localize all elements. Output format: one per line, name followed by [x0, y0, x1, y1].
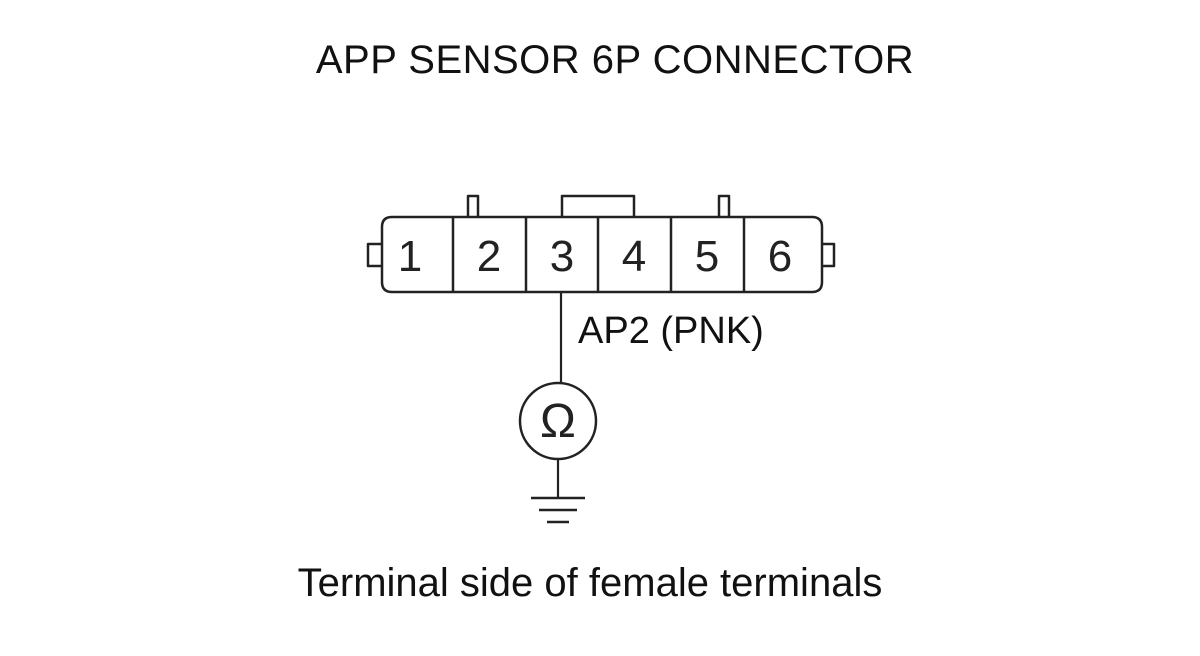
wire-label: AP2 (PNK)	[578, 310, 764, 352]
ground-icon	[531, 496, 585, 524]
terminal-number: 3	[550, 232, 574, 281]
terminal-number: 4	[622, 232, 646, 281]
top-right-tab	[717, 194, 731, 217]
terminal-number: 5	[695, 232, 719, 281]
connector-body	[380, 215, 824, 294]
terminal-numbers: 1 2 3 4 5 6	[398, 232, 792, 281]
diagram-caption: Terminal side of female terminals	[297, 561, 883, 605]
terminal-number: 1	[398, 232, 422, 281]
terminal-number: 6	[768, 232, 792, 281]
left-latch	[366, 242, 382, 268]
center-key	[560, 194, 636, 217]
terminal-number: 2	[477, 232, 501, 281]
top-left-tab	[466, 194, 480, 217]
right-latch	[822, 242, 836, 268]
diagram-title: APP SENSOR 6P CONNECTOR	[315, 38, 915, 82]
ohm-symbol: Ω	[540, 395, 576, 448]
